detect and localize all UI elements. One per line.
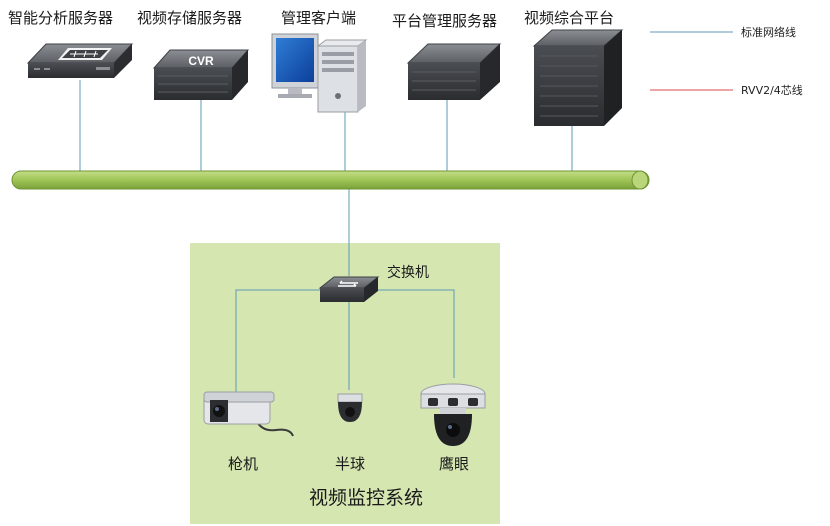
legend-label-network: 标准网络线 <box>741 26 796 39</box>
link-bullet-camera <box>235 289 322 392</box>
integrated-platform-icon <box>532 29 624 126</box>
analysis-server-icon <box>26 43 134 78</box>
zone-title: 视频监控系统 <box>308 487 424 509</box>
label-dome-camera: 半球 <box>334 455 366 473</box>
label-analysis-server: 智能分析服务器 <box>8 9 114 27</box>
label-platform-server: 平台管理服务器 <box>392 12 498 30</box>
dome-camera-icon <box>337 393 363 422</box>
label-switch: 交换机 <box>387 265 429 281</box>
cvr-storage-icon <box>152 49 250 100</box>
network-switch-icon <box>318 276 380 302</box>
legend-label-rvv: RVV2/4芯线 <box>741 84 803 97</box>
link-panoramic-camera <box>376 289 455 378</box>
backbone-bus <box>11 170 650 190</box>
label-storage-server: 视频存储服务器 <box>137 9 243 27</box>
label-panoramic-camera: 鹰眼 <box>438 455 470 473</box>
label-integrated-platform: 视频综合平台 <box>524 9 615 27</box>
panoramic-camera-icon <box>420 383 486 446</box>
server-drop-lines <box>79 80 573 172</box>
label-bullet-camera: 枪机 <box>227 455 259 473</box>
switch-links <box>235 289 455 392</box>
label-management-client: 管理客户端 <box>281 9 357 27</box>
cvr-badge: CVR <box>188 54 214 68</box>
bullet-camera-icon <box>203 391 294 437</box>
desktop-computer-icon <box>271 33 368 113</box>
rack-server-icon <box>406 43 502 100</box>
